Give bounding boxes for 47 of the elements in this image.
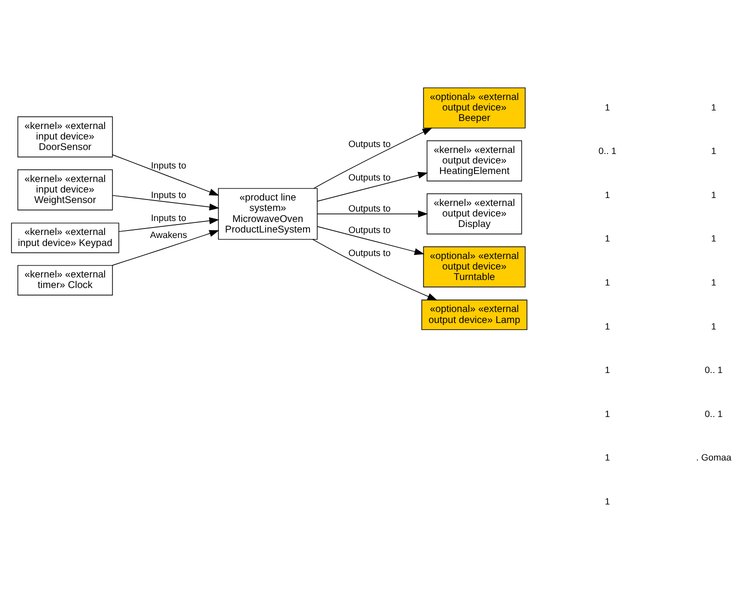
edge-label: Awakens [150, 230, 188, 240]
node-box: «kernel» «external input device» DoorSensor [17, 116, 113, 157]
arrow [317, 171, 428, 202]
label: 1 [711, 146, 716, 156]
node-box: «kernel» «external output device» Display [426, 192, 522, 234]
label: 1 [711, 320, 716, 331]
node-box: «optional» «external output device» Lamp [421, 299, 528, 330]
label: 1 [711, 189, 716, 200]
label: 1 [604, 189, 610, 200]
arrow [317, 210, 428, 217]
label: 0.. 1 [704, 364, 723, 375]
label: 1 [604, 102, 610, 112]
node-box: «optional» «external output device» Turntable [423, 246, 526, 287]
arrow [317, 226, 424, 254]
edge-label: Inputs to [151, 160, 186, 170]
label: 1 [711, 276, 716, 287]
node-box: «optional» «external output device» Beeper [423, 86, 526, 128]
label: 0.. 1 [598, 146, 616, 156]
node-box: «kernel» «external input device» Keypad [11, 222, 120, 253]
edge-label: Outputs to [348, 224, 391, 235]
edge-label: Outputs to [348, 247, 391, 258]
node-box: «kernel» «external input device» WeightSensor [17, 168, 113, 210]
label: 1 [604, 496, 610, 506]
label: 0.. 1 [704, 408, 723, 418]
node-box: «product line system» MicrowaveOven ProductLineSystem [218, 188, 318, 240]
node-box: «kernel» «external output device» HeatingElement [426, 140, 522, 181]
label: 1 [604, 364, 610, 375]
arrow [112, 194, 220, 210]
label: 1 [604, 276, 610, 287]
edge-label: Outputs to [348, 172, 391, 182]
label: 1 [711, 233, 716, 244]
label: 1 [711, 102, 716, 112]
arrow [313, 127, 432, 188]
label: . Gomaa [696, 452, 732, 462]
node-box: «kernel» «external timer» Clock [17, 264, 113, 295]
arrow [112, 230, 220, 266]
label: 1 [604, 408, 610, 418]
label: 1 [604, 452, 610, 462]
arrow [112, 154, 220, 196]
label: 1 [604, 320, 610, 331]
edge-label: Inputs to [151, 189, 186, 200]
label: 1 [604, 233, 610, 244]
arrow [118, 216, 220, 232]
edge-label: Outputs to [348, 138, 391, 149]
edge-label: Outputs to [348, 202, 391, 213]
edge-label: Inputs to [151, 212, 186, 223]
arrow [312, 238, 438, 300]
